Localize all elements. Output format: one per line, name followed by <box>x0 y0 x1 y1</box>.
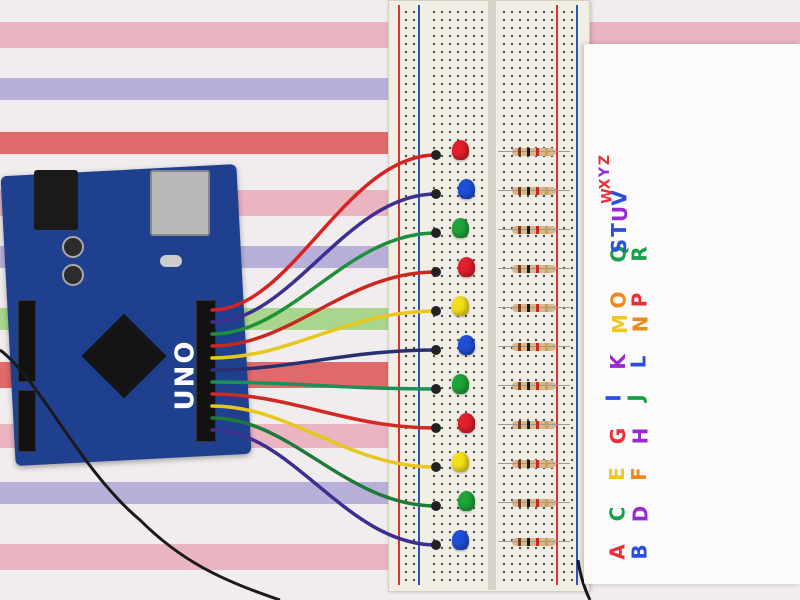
led-6 <box>458 335 475 355</box>
led-11 <box>452 530 469 550</box>
letter-b: B <box>627 544 652 560</box>
wire-pin-11 <box>431 540 441 550</box>
power-rail-blue <box>418 5 420 585</box>
letter-j: J <box>623 394 648 402</box>
letter-s: S <box>607 238 632 254</box>
led-4 <box>458 257 475 277</box>
capacitor <box>62 236 84 258</box>
jumper-wire-7 <box>210 380 438 391</box>
letter-t: T <box>606 223 631 237</box>
letter-g: G <box>606 427 631 445</box>
power-jack <box>34 170 78 230</box>
resistor-9 <box>498 460 570 468</box>
resistor-3 <box>498 226 570 234</box>
resistor-5 <box>498 304 570 312</box>
crystal-oscillator <box>160 255 182 267</box>
letter-w: W <box>599 188 616 204</box>
resistor-8 <box>498 421 570 429</box>
breadboard-holes <box>500 8 554 583</box>
led-1 <box>452 140 469 160</box>
led-3 <box>452 218 469 238</box>
capacitor <box>62 264 84 286</box>
resistor-7 <box>498 382 570 390</box>
letter-i: I <box>601 394 626 402</box>
pin-header <box>18 300 36 382</box>
resistor-11 <box>498 538 570 546</box>
led-5 <box>452 296 469 316</box>
resistor-10 <box>498 499 570 507</box>
letter-f: F <box>626 467 651 481</box>
led-7 <box>452 374 469 394</box>
letter-l: L <box>626 355 651 369</box>
wire-pin-3 <box>431 228 441 238</box>
breadboard-holes <box>430 8 484 583</box>
letter-u: U <box>608 205 633 223</box>
resistor-1 <box>498 148 570 156</box>
wire-pin-5 <box>431 306 441 316</box>
letter-y: Y <box>597 166 614 178</box>
led-10 <box>458 491 475 511</box>
letter-d: D <box>628 505 653 523</box>
jumper-wire-2 <box>210 192 438 324</box>
jumper-wire-8 <box>210 392 438 430</box>
jumper-wire-5 <box>210 309 438 360</box>
usb-port <box>150 170 210 236</box>
resistor-4 <box>498 265 570 273</box>
letter-p: P <box>627 292 652 308</box>
wire-pin-10 <box>431 501 441 511</box>
jumper-wire-9 <box>210 404 438 469</box>
wire-pin-1 <box>431 150 441 160</box>
wire-pin-2 <box>431 189 441 199</box>
breadboard-holes <box>402 8 418 583</box>
pin-header <box>18 390 36 452</box>
jumper-wire-11 <box>210 428 438 547</box>
resistor-2 <box>498 187 570 195</box>
jumper-wire-1 <box>210 153 438 312</box>
jumper-wire-4 <box>210 270 438 348</box>
letter-x: X <box>597 178 614 190</box>
wire-pin-9 <box>431 462 441 472</box>
power-rail-blue <box>576 5 578 585</box>
wire-pin-8 <box>431 423 441 433</box>
usb-cable <box>0 348 281 600</box>
wire-pin-7 <box>431 384 441 394</box>
resistor-6 <box>498 343 570 351</box>
power-rail-red <box>556 5 558 585</box>
letter-r: R <box>627 246 652 262</box>
letter-a: A <box>605 544 630 560</box>
letter-h: H <box>628 427 653 445</box>
wire-pin-4 <box>431 267 441 277</box>
wire-pin-6 <box>431 345 441 355</box>
led-8 <box>458 413 475 433</box>
letter-sheet <box>584 44 800 584</box>
jumper-wire-3 <box>210 231 438 336</box>
led-9 <box>452 452 469 472</box>
led-2 <box>458 179 475 199</box>
letter-n: N <box>628 315 653 333</box>
letter-z: Z <box>597 154 614 166</box>
breadboard-center-groove <box>488 0 496 590</box>
jumper-wire-6 <box>210 348 438 372</box>
letter-c: C <box>605 506 630 522</box>
jumper-wire-10 <box>210 416 438 508</box>
power-rail-red <box>398 5 400 585</box>
letter-e: E <box>604 467 629 481</box>
ground-wire <box>576 559 592 600</box>
